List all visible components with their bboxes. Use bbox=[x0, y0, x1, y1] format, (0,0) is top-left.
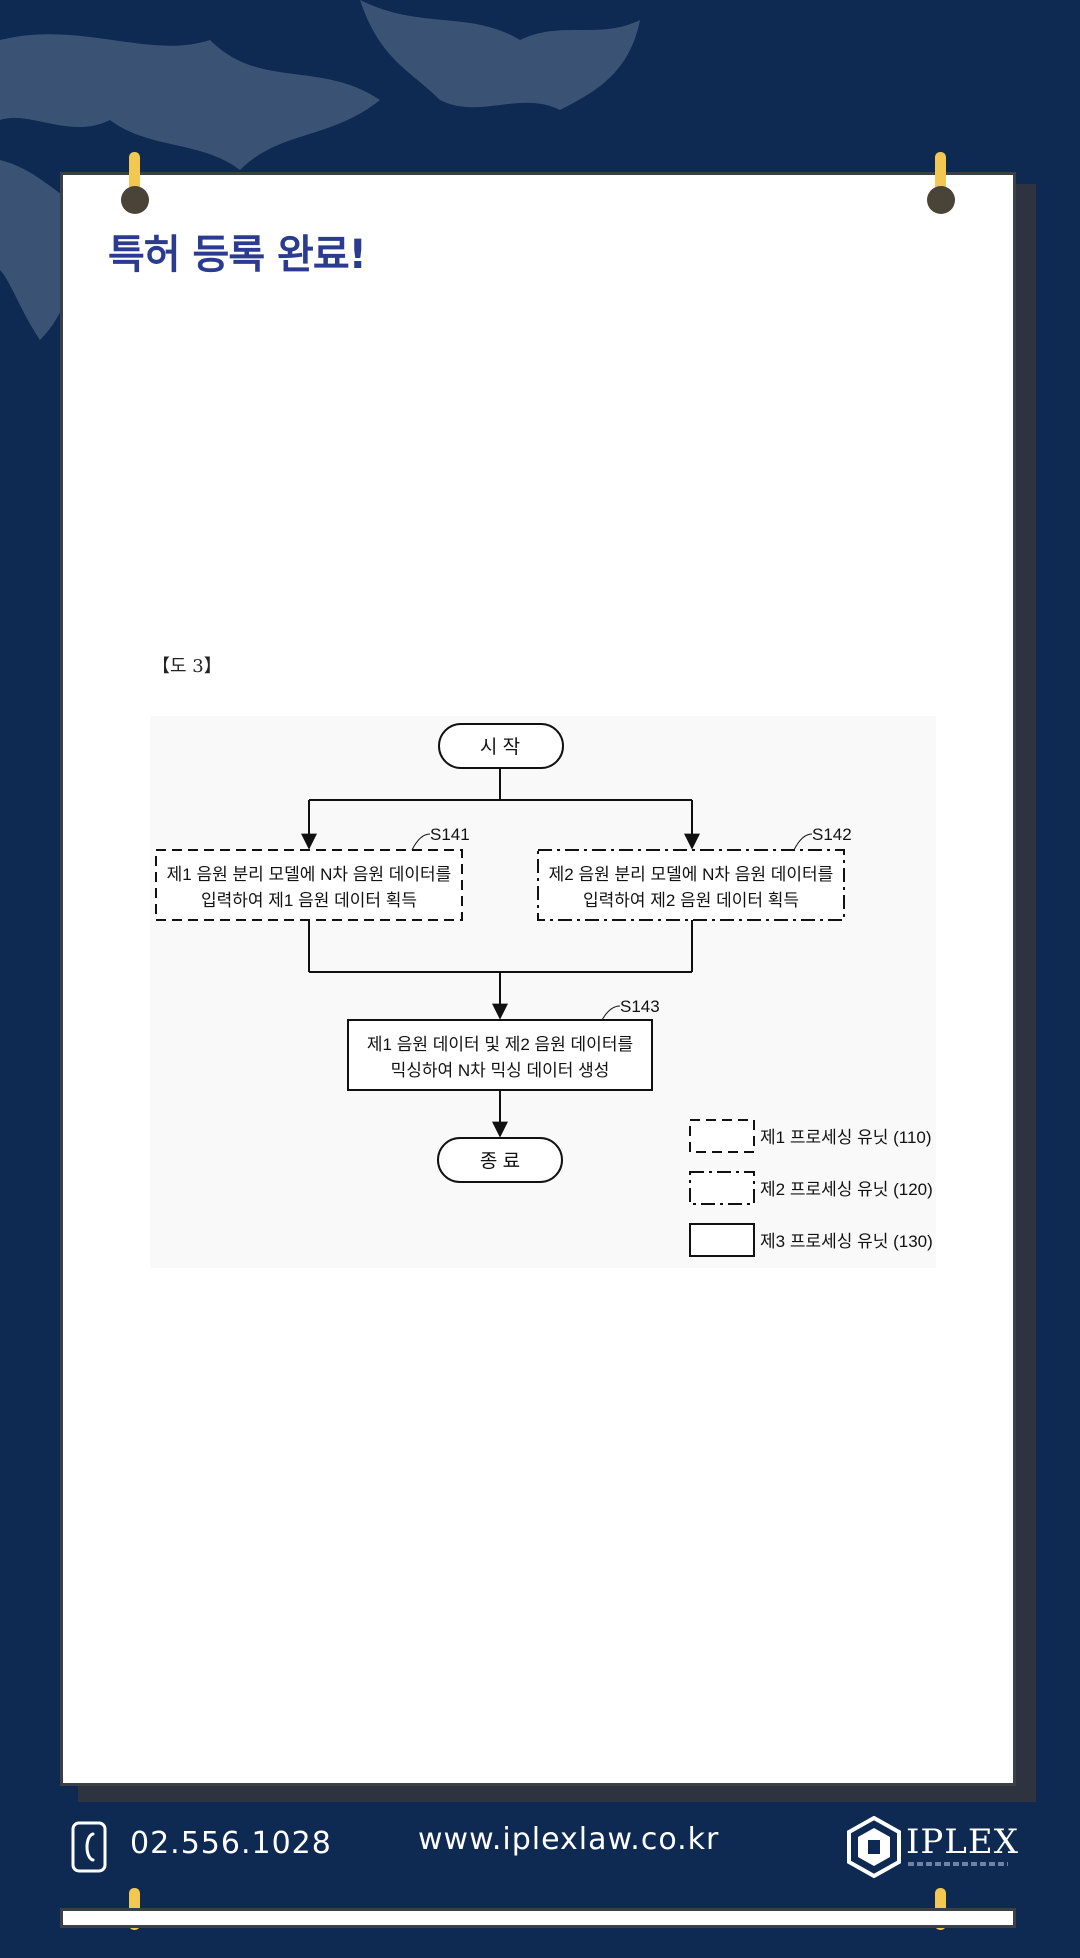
legend-item-dash-dot: 제2 프로세싱 유닛 (120) bbox=[689, 1171, 933, 1205]
step-s141-line2: 입력하여 제1 음원 데이터 획득 bbox=[201, 891, 417, 910]
iplex-logo-icon bbox=[847, 1816, 901, 1878]
step-s143-line1: 제1 음원 데이터 및 제2 음원 데이터를 bbox=[367, 1035, 633, 1054]
end-label: 종 료 bbox=[480, 1151, 520, 1172]
footer: 02.556.1028 www.iplexlaw.co.kr IPLEX bbox=[0, 1790, 1080, 1900]
legend-item-dashed: 제1 프로세싱 유닛 (110) bbox=[689, 1119, 932, 1153]
legend-label-1: 제1 프로세싱 유닛 (110) bbox=[760, 1128, 932, 1147]
start-label: 시 작 bbox=[480, 736, 520, 758]
step-s142-line2: 입력하여 제2 음원 데이터 획득 bbox=[583, 891, 799, 910]
step-s143-line2: 믹싱하여 N차 믹싱 데이터 생성 bbox=[391, 1061, 610, 1080]
page-title: 특허 등록 완료! bbox=[108, 232, 367, 278]
flow-connectors bbox=[301, 768, 700, 1138]
figure-label: 【도 3】 bbox=[152, 656, 222, 677]
phone-number[interactable]: 02.556.1028 bbox=[130, 1826, 332, 1861]
legend-label-3: 제3 프로세싱 유닛 (130) bbox=[760, 1232, 933, 1251]
pin-icon bbox=[120, 152, 150, 222]
logo-text: IPLEX bbox=[906, 1822, 1019, 1862]
website-link[interactable]: www.iplexlaw.co.kr bbox=[418, 1822, 720, 1857]
legend-label-2: 제2 프로세싱 유닛 (120) bbox=[760, 1180, 933, 1199]
step-s141-id: S141 bbox=[430, 825, 470, 844]
step-s143-id: S143 bbox=[620, 997, 660, 1016]
step-s142-line1: 제2 음원 분리 모델에 N차 음원 데이터를 bbox=[549, 865, 834, 884]
legend-item-solid: 제3 프로세싱 유닛 (130) bbox=[689, 1223, 933, 1257]
phone-icon[interactable] bbox=[70, 1820, 108, 1874]
pin-icon bbox=[926, 152, 956, 222]
logo-tagline-graphic bbox=[908, 1862, 1008, 1866]
legend: 제1 프로세싱 유닛 (110) 제2 프로세싱 유닛 (120) 제3 프로세… bbox=[689, 1119, 933, 1257]
step-s141-line1: 제1 음원 분리 모델에 N차 음원 데이터를 bbox=[167, 865, 452, 884]
flowchart-diagram: 시 작 제1 음원 분리 모델에 N차 음원 데이터를 입력하여 제1 음원 데… bbox=[150, 716, 936, 1268]
start-terminal: 시 작 bbox=[438, 723, 564, 769]
step-s143: 제1 음원 데이터 및 제2 음원 데이터를 믹싱하여 N차 믹싱 데이터 생성… bbox=[347, 997, 660, 1091]
step-s141: 제1 음원 분리 모델에 N차 음원 데이터를 입력하여 제1 음원 데이터 획… bbox=[155, 825, 470, 921]
end-terminal: 종 료 bbox=[437, 1137, 563, 1183]
step-s142-id: S142 bbox=[812, 825, 852, 844]
iplex-logo[interactable]: IPLEX bbox=[846, 1816, 1019, 1882]
next-paper-edge bbox=[60, 1908, 1016, 1928]
step-s142: 제2 음원 분리 모델에 N차 음원 데이터를 입력하여 제2 음원 데이터 획… bbox=[537, 825, 852, 921]
